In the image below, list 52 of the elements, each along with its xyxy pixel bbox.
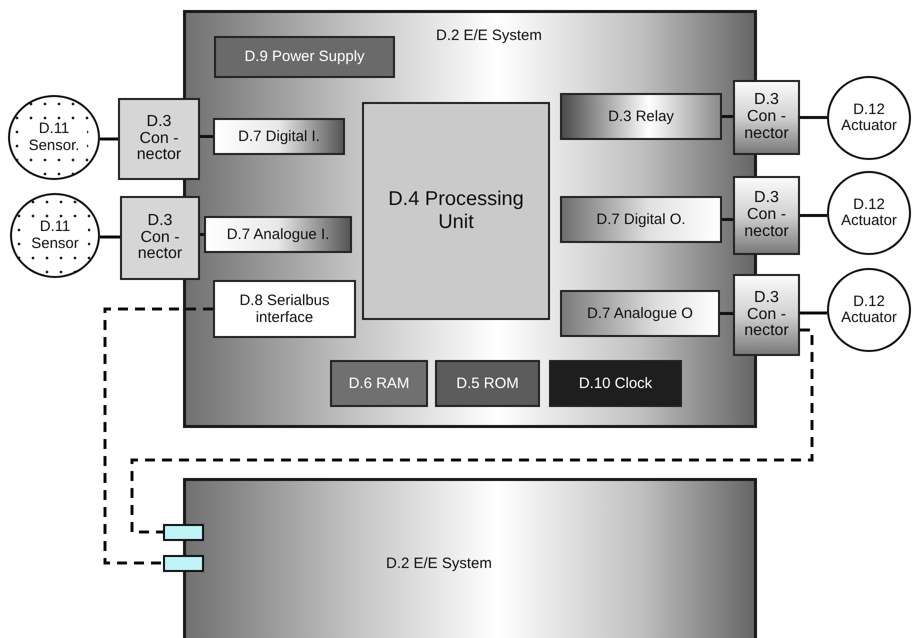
- unit-box: [213, 280, 356, 338]
- unit-label: D.7 Analogue I.: [226, 226, 330, 244]
- connector-label: D.3 Con - nector: [743, 290, 790, 340]
- connector-line: [800, 312, 827, 314]
- port-box: [163, 555, 204, 572]
- connector-box: [733, 80, 800, 155]
- unit-box: [214, 36, 395, 78]
- connector-label: D.3 Con - nector: [136, 212, 184, 264]
- connector-line: [722, 218, 733, 221]
- connector-line: [200, 135, 213, 138]
- connector-line: [720, 312, 733, 315]
- unit-label: D.3 Relay: [608, 108, 674, 126]
- actuator-label: D.12 Actuator: [840, 294, 898, 326]
- unit-box: [213, 118, 345, 155]
- connector-line: [200, 233, 204, 236]
- unit-label: D.7 Analogue O: [587, 304, 693, 322]
- connector-box: [733, 176, 800, 255]
- system-label: D.2 E/E System: [386, 555, 492, 572]
- unit-box: [549, 360, 682, 407]
- connector-box: [733, 274, 800, 356]
- unit-box: [204, 216, 352, 253]
- connector-label: D.3 Con - nector: [136, 114, 182, 164]
- unit-box: [560, 290, 720, 337]
- unit-box: [330, 360, 428, 407]
- connector-label: D.3 Con - nector: [743, 190, 790, 241]
- system-label: D.2 E/E System: [436, 27, 542, 44]
- connector-line: [800, 214, 827, 217]
- port-box: [163, 524, 204, 541]
- unit-box: [560, 93, 722, 140]
- actuator-label: D.12 Actuator: [840, 196, 898, 230]
- connector-line: [800, 116, 827, 119]
- connector-line: [722, 115, 733, 118]
- unit-label: D.10 Clock: [578, 374, 652, 392]
- dashed-bus-line: [130, 328, 814, 534]
- unit-label: D.9 Power Supply: [244, 48, 365, 66]
- connector-label: D.3 Con - nector: [743, 92, 790, 143]
- connector-box: [120, 196, 200, 280]
- unit-box: [560, 196, 722, 243]
- unit-label: D.8 Serialbus interface: [238, 292, 331, 326]
- connector-line: [100, 138, 118, 140]
- connector-box: [118, 98, 200, 180]
- unit-label: D.4 Processing Unit: [387, 188, 525, 234]
- unit-label: D.5 ROM: [456, 374, 519, 392]
- actuator-label: D.12 Actuator: [840, 102, 898, 134]
- system-panel: [183, 478, 757, 638]
- dashed-bus-line: [104, 308, 213, 564]
- unit-box: [362, 102, 550, 320]
- unit-box: [435, 360, 540, 407]
- connector-line: [100, 236, 120, 238]
- unit-label: D.7 Digital O.: [596, 210, 686, 228]
- unit-label: D.7 Digital I.: [238, 128, 320, 146]
- unit-label: D.6 RAM: [348, 374, 410, 392]
